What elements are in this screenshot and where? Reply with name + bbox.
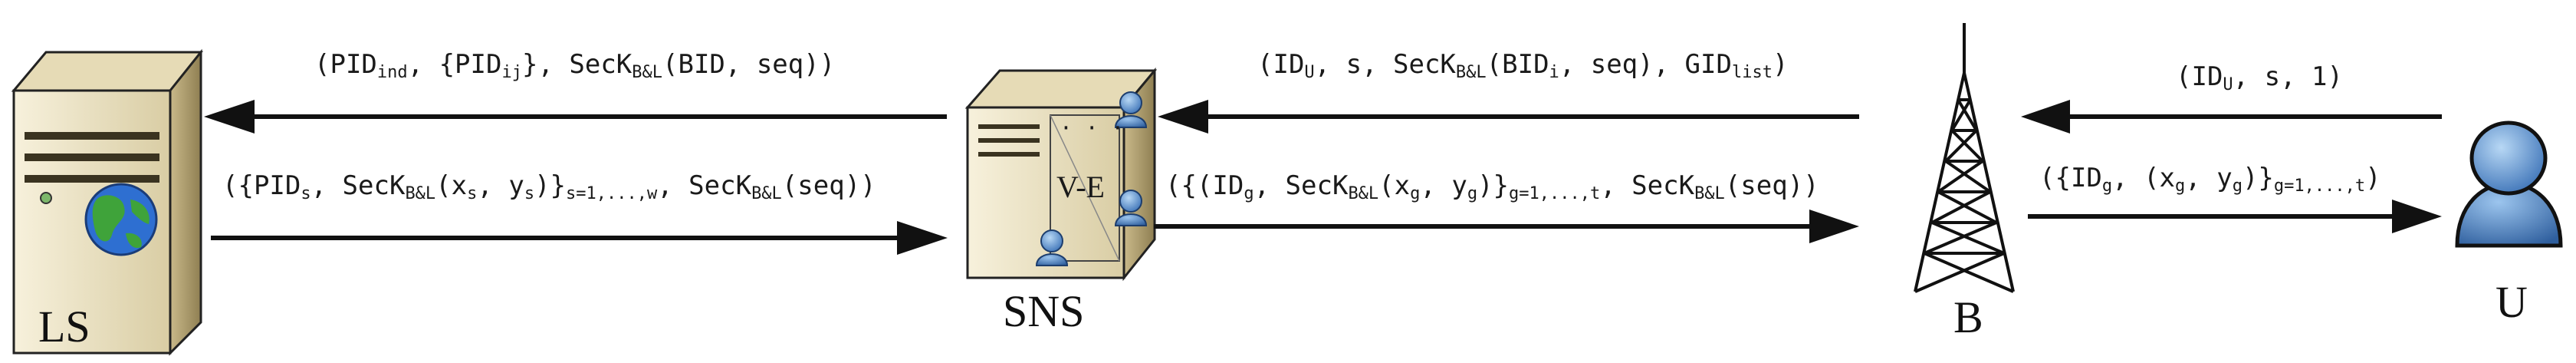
user-icon-sns-mid	[1114, 190, 1148, 226]
message-ls-to-sns: ({PIDs, SecKB&L(xs, ys)}s=1,...,w, SecKB…	[222, 170, 876, 203]
node-label-u: U	[2496, 277, 2528, 327]
globe-icon	[84, 183, 158, 256]
message-b-to-u: ({IDg, (xg, yg)}g=1,...,t)	[2039, 163, 2381, 196]
message-u-to-b: (IDU, s, 1)	[2176, 61, 2343, 94]
user-icon-sns-bottom	[1035, 229, 1069, 266]
node-label-b: B	[1953, 292, 1983, 342]
arrow-b-to-u	[2028, 200, 2442, 233]
user-icon-sns-top	[1114, 91, 1148, 128]
node-label-ls: LS	[38, 302, 90, 351]
message-sns-to-ls: (PIDind, {PIDij}, SecKB&L(BID, seq))	[314, 49, 836, 82]
arrow-sns-to-ls	[204, 100, 947, 134]
arrow-ls-to-sns	[211, 221, 948, 255]
tower-icon	[1914, 23, 2015, 293]
message-b-to-sns: (IDU, s, SecKB&L(BIDi, seq), GIDlist)	[1257, 49, 1789, 82]
sns-ve-label: V-E	[1056, 170, 1105, 204]
arrow-sns-to-b	[1154, 210, 1859, 243]
arrow-b-to-sns	[1158, 100, 1859, 134]
message-sns-to-b: ({(IDg, SecKB&L(xg, yg)}g=1,...,t, SecKB…	[1165, 170, 1819, 203]
node-label-sns: SNS	[1003, 286, 1085, 336]
user-u-icon	[2455, 120, 2563, 248]
arrow-u-to-b	[2021, 100, 2442, 134]
sns-dots: · · ·	[1060, 115, 1125, 140]
